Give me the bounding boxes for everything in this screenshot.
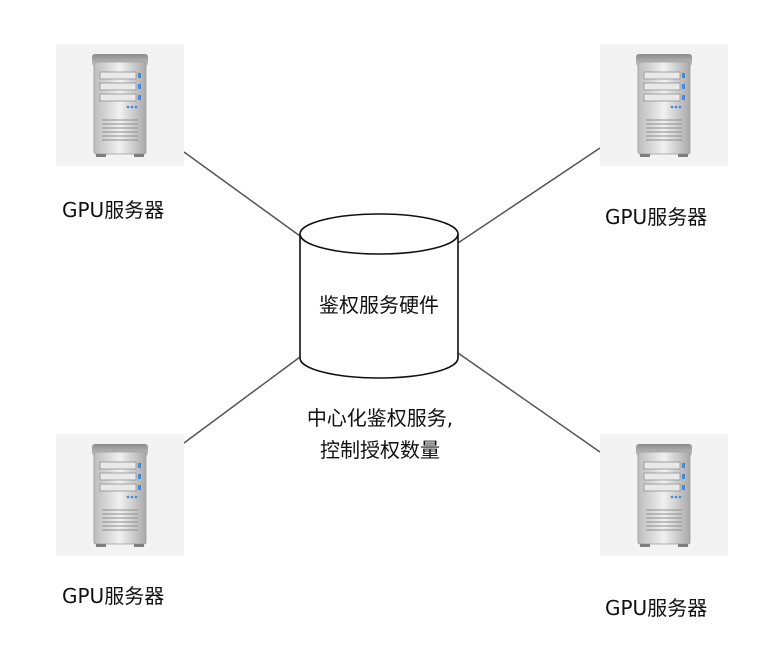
auth-caption: 中心化鉴权服务, 控制授权数量 xyxy=(260,402,500,466)
server-label-bottom-left: GPU服务器 xyxy=(62,584,165,608)
server-label-bottom-right: GPU服务器 xyxy=(605,596,708,620)
connector-bottom-left xyxy=(183,356,301,444)
server-icon xyxy=(600,44,728,166)
auth-hardware-label: 鉴权服务硬件 xyxy=(319,293,439,317)
connector-top-left xyxy=(183,151,301,237)
server-label-top-left: GPU服务器 xyxy=(62,198,165,222)
auth-caption-line-1: 中心化鉴权服务, xyxy=(306,406,454,430)
server-icon xyxy=(56,44,184,166)
database-cylinder-icon xyxy=(299,213,459,379)
connector-bottom-right xyxy=(457,352,601,453)
server-icon xyxy=(56,434,184,556)
auth-caption-line-2: 控制授权数量 xyxy=(320,438,440,462)
server-icon xyxy=(600,434,728,556)
server-label-top-right: GPU服务器 xyxy=(605,205,708,229)
connector-top-right xyxy=(457,147,601,244)
